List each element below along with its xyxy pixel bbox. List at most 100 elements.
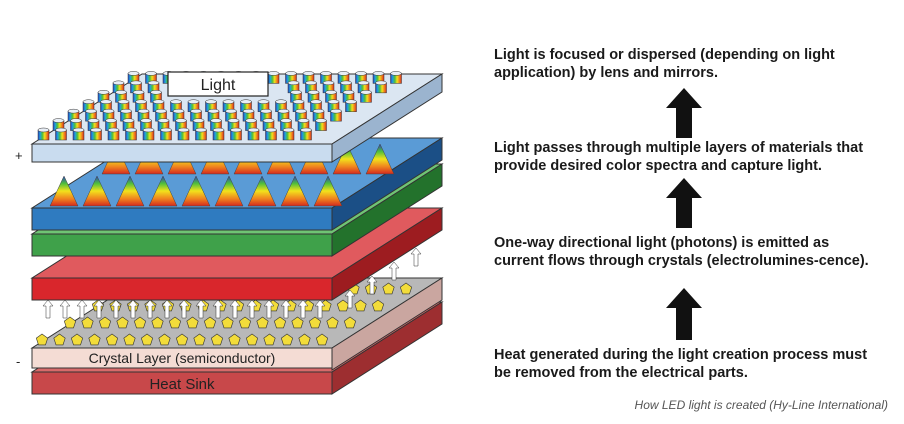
emitter-cap — [55, 127, 67, 133]
crystal-pentagon — [116, 316, 129, 329]
crystal-pentagon — [193, 333, 206, 346]
emitter-cap — [292, 99, 305, 104]
emitter-cap — [302, 71, 315, 76]
emitter-cap — [190, 108, 202, 114]
emitter-cap — [157, 118, 170, 123]
emitter-cap — [265, 127, 277, 133]
crystal-pentagon — [221, 316, 234, 329]
emitter-cap — [70, 118, 82, 123]
color-prism — [49, 175, 79, 207]
emitter-cap — [127, 71, 140, 76]
step-photons-emitted: One-way directional light (photons) is e… — [494, 235, 869, 269]
emitter-cap — [307, 90, 320, 95]
crystal-pentagon — [382, 282, 395, 295]
photon-arrow — [127, 299, 139, 319]
photon-arrow — [59, 299, 71, 319]
emitter-cap — [295, 108, 307, 114]
crystal-layer-label: Crystal Layer (semiconductor) — [89, 350, 276, 366]
photon-arrow — [76, 299, 88, 319]
emitter-cap — [375, 80, 387, 86]
blue-layer-front-face — [31, 207, 333, 231]
photon-arrow — [314, 299, 326, 319]
emitter-cap — [207, 108, 220, 114]
emitter-cap — [160, 127, 172, 133]
photon-arrow — [263, 299, 275, 319]
crystal-pentagon — [35, 333, 49, 346]
emitter-cap — [97, 90, 110, 95]
crystal-pentagon — [273, 316, 287, 329]
emitter-cap — [142, 127, 155, 133]
emitter-cap — [322, 80, 335, 86]
crystal-pentagon — [245, 333, 259, 346]
color-prism — [332, 143, 362, 175]
up-arrow-icon — [666, 88, 702, 138]
light-label: Light — [201, 77, 236, 94]
emitter-cap — [320, 71, 332, 76]
emitter-cap — [107, 127, 120, 133]
emitter-cap — [390, 71, 402, 76]
emitter-cap — [240, 99, 252, 104]
color-prism — [313, 175, 343, 207]
photon-arrow — [178, 299, 190, 319]
emitter-cap — [277, 108, 290, 114]
crystal-pentagon — [228, 333, 241, 346]
photon-arrows — [42, 247, 422, 319]
photon-arrow — [280, 299, 292, 319]
emitter-cap — [300, 127, 312, 133]
emitter-cap — [210, 118, 222, 123]
crystal-pentagon — [315, 333, 329, 346]
crystal-pentagon — [256, 316, 269, 329]
color-prism — [181, 175, 211, 207]
emitter-cap — [355, 71, 367, 76]
figure-caption: How LED light is created (Hy-Line Intern… — [634, 398, 888, 412]
photon-arrow — [344, 289, 356, 309]
emitter-cap — [87, 118, 100, 123]
emitter-cap — [130, 80, 142, 86]
photon-arrow — [212, 299, 224, 319]
emitter-cap — [280, 118, 292, 123]
crystal-pentagon — [98, 316, 112, 329]
step-heat-removed: Heat generated during the light creation… — [494, 347, 868, 381]
color-prism — [247, 175, 277, 207]
emitter-cap — [85, 108, 97, 114]
emitter-cap — [52, 118, 65, 123]
emitter-cap — [192, 118, 205, 123]
emitter-cap — [282, 127, 295, 133]
emitter-cap — [155, 108, 167, 114]
emitter-cap — [340, 80, 352, 86]
color-prism — [214, 175, 244, 207]
photon-arrow — [161, 299, 173, 319]
emitter-cap — [327, 99, 340, 104]
emitter-cap — [67, 108, 80, 114]
emitter-cap — [305, 80, 317, 86]
emitter-cap — [105, 118, 117, 123]
color-prism — [148, 175, 178, 207]
emitter-cap — [287, 80, 300, 86]
crystal-pentagon — [326, 316, 339, 329]
crystal-pentagon — [63, 316, 77, 329]
photon-arrow — [42, 299, 54, 319]
emitter-cap — [205, 99, 217, 104]
emitter-cap — [310, 99, 322, 104]
crystal-pentagon — [133, 316, 147, 329]
emitter-cap — [137, 108, 150, 114]
emitter-cap — [337, 71, 350, 76]
crystal-pentagon — [354, 299, 367, 312]
emitter-cap — [345, 99, 357, 104]
emitter-cap — [297, 118, 310, 123]
positive-terminal: + — [15, 148, 23, 163]
photon-arrow — [195, 299, 207, 319]
emitter-cap — [175, 118, 187, 123]
emitter-cap — [122, 118, 135, 123]
color-prism — [115, 175, 145, 207]
photon-arrow — [366, 275, 378, 295]
top-plate-front-face — [31, 143, 333, 163]
emitter-cap — [102, 108, 115, 114]
crystal-pentagon — [343, 316, 357, 329]
emitter-cap — [132, 90, 145, 95]
emitter-cap — [100, 99, 112, 104]
emitter-cap — [212, 127, 225, 133]
crystal-pentagon — [88, 333, 101, 346]
crystal-pentagon — [399, 282, 413, 295]
emitter-cap — [195, 127, 207, 133]
